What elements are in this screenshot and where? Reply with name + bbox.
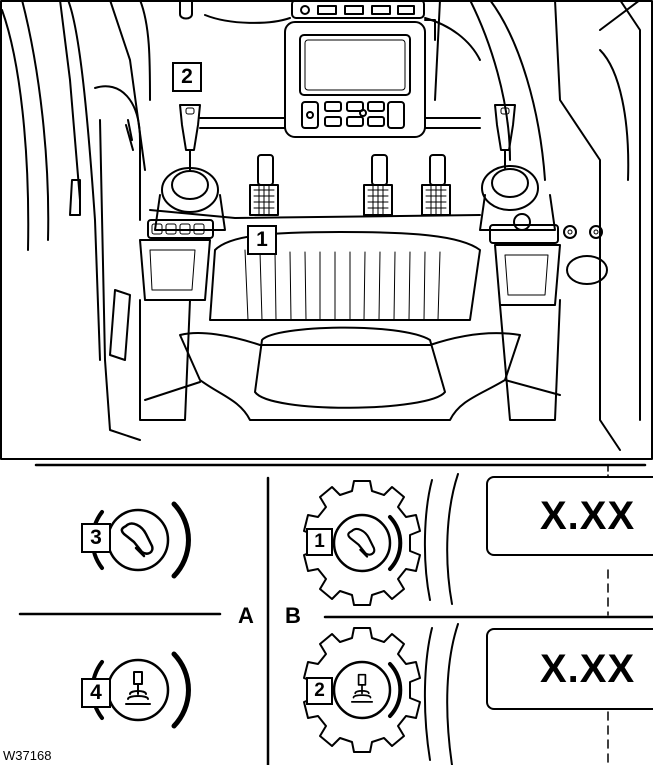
joystick-left (139, 104, 226, 421)
readout-pedal-value: X.XX (486, 476, 653, 556)
pedal-mid (363, 154, 393, 216)
pedal-indicator-b (303, 480, 421, 606)
section-b-letter: B (285, 603, 301, 628)
pedal-right (421, 154, 451, 216)
callout-b-joystick: 2 (306, 677, 333, 705)
callout-a-joystick: 4 (81, 678, 111, 708)
callout-a-pedal: 3 (81, 523, 111, 553)
readout-joystick-value: X.XX (486, 628, 653, 710)
callout-pedals: 1 (247, 225, 277, 255)
seat (144, 231, 561, 421)
section-a-letter: A (238, 603, 254, 628)
figure-id: W37168 (3, 748, 52, 763)
pedal-left (249, 154, 279, 216)
joystick-right (479, 104, 608, 421)
callout-joystick: 2 (172, 62, 202, 92)
joystick-indicator-b (303, 627, 421, 753)
cab-illustration (0, 0, 653, 460)
callout-b-pedal: 1 (306, 528, 333, 556)
